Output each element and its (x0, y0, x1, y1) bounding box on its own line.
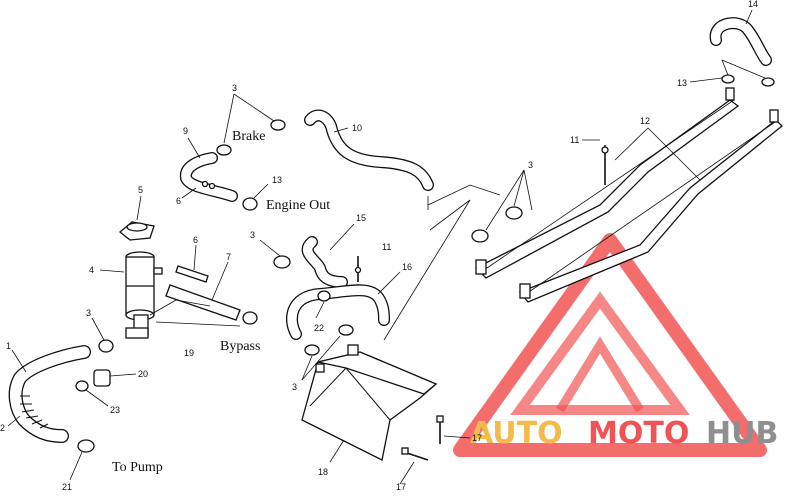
callout-16: 16 (402, 262, 412, 272)
automotohub-logo: AUTO MOTO HUB (453, 233, 778, 457)
part-14-hose (709, 9, 772, 66)
callout-3: 3 (250, 230, 255, 240)
label-bypass: Bypass (220, 339, 260, 354)
callout-2: 2 (0, 423, 5, 433)
part-10-hose (304, 109, 434, 210)
logo-text-auto: AUTO (470, 416, 563, 451)
part-23-washer (75, 380, 109, 407)
label-engine-out: Engine Out (266, 198, 330, 213)
callout-10: 10 (352, 123, 362, 133)
part-15-hose (301, 223, 355, 288)
part-20-fitting (93, 369, 137, 387)
callout-13: 13 (677, 78, 687, 88)
callout-17: 17 (396, 482, 406, 492)
callout-18: 18 (318, 467, 328, 477)
part-17-screws (399, 415, 471, 485)
callout-6: 6 (193, 235, 198, 245)
part-7-tube (149, 261, 241, 321)
callout-12: 12 (640, 116, 650, 126)
part-13-clamps-upper (689, 59, 775, 87)
part-3-clamps-radiator (427, 169, 533, 243)
part-18-shroud (301, 344, 438, 463)
callout-3: 3 (86, 308, 91, 318)
part-6-tube (175, 244, 209, 283)
part-reservoir-outlet (91, 317, 149, 353)
part-9-hose (179, 137, 238, 202)
callout-5: 5 (138, 185, 143, 195)
part-3-clamps-center (301, 324, 354, 381)
callout-13: 13 (272, 175, 282, 185)
callout-15: 15 (356, 213, 366, 223)
callout-7: 7 (226, 252, 231, 262)
callout-4: 4 (89, 265, 94, 275)
part-5-cap (118, 195, 155, 241)
callout-23: 23 (110, 405, 120, 415)
part-4-reservoir (99, 251, 163, 336)
callout-6: 6 (176, 196, 181, 206)
callout-11: 11 (382, 242, 391, 252)
part-3-clamps-brake (216, 93, 286, 156)
callout-14: 14 (748, 0, 758, 9)
callout-22: 22 (314, 323, 324, 333)
part-1-2-hose (7, 345, 91, 443)
part-21-clamp (69, 439, 95, 481)
callout-3: 3 (292, 382, 297, 392)
callout-19: 19 (184, 348, 194, 358)
callout-20: 20 (138, 369, 148, 379)
part-12-radiator-tubes (474, 87, 783, 303)
label-to-pump: To Pump (112, 460, 163, 475)
callout-9: 9 (183, 126, 188, 136)
callout-3: 3 (528, 160, 533, 170)
callout-21: 21 (62, 482, 72, 492)
callout-1: 1 (6, 341, 11, 351)
callout-11: 11 (570, 135, 579, 145)
callout-17: 17 (472, 433, 482, 443)
part-22-clamp (315, 290, 331, 319)
part-11-bolt-lower (354, 256, 362, 282)
logo-text-moto: MOTO (588, 416, 689, 451)
logo-text-hub: HUB (706, 416, 778, 451)
part-16-hose (286, 199, 471, 341)
part-3-clamps-bypass (155, 239, 291, 327)
label-brake: Brake (232, 129, 265, 144)
part-11-bolt-upper (582, 139, 609, 185)
callout-3: 3 (232, 83, 237, 93)
part-13-clamp-engine-out (242, 183, 269, 211)
